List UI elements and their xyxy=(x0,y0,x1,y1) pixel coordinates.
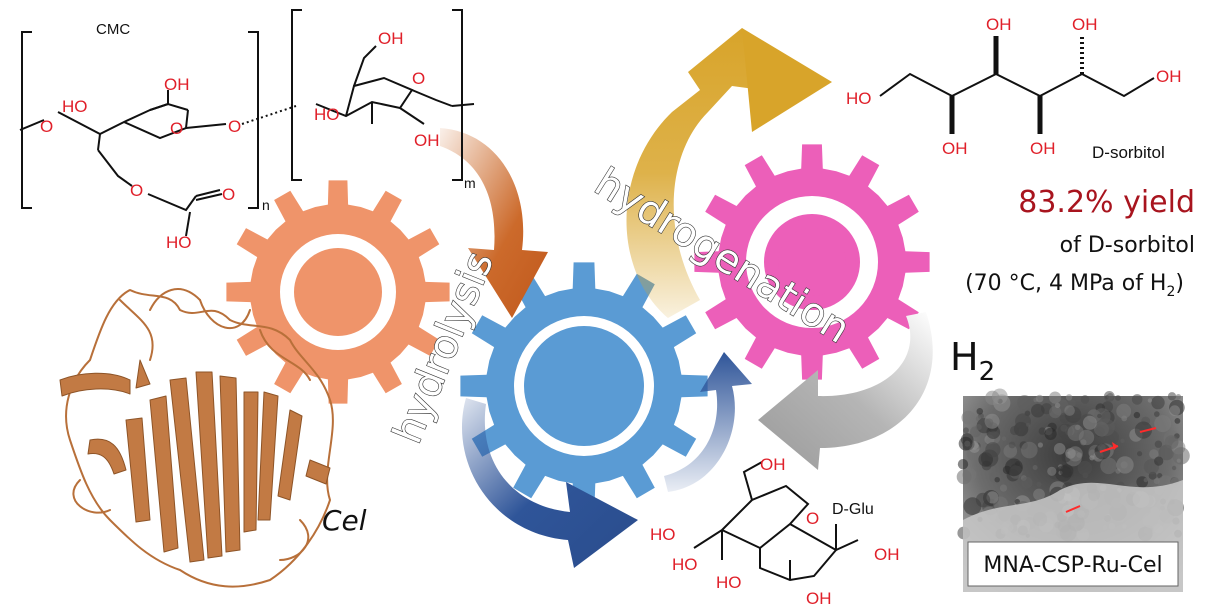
glucose-ho-c2: HO xyxy=(716,573,742,592)
sorbitol-label: D-sorbitol xyxy=(1092,143,1165,162)
yield-value: 83.2% yield xyxy=(1018,185,1195,220)
sorbitol-oh-c2: OH xyxy=(942,139,968,158)
reaction-conditions: (70 °C, 4 MPa of H2) xyxy=(965,271,1184,300)
sorbitol-oh-c5: OH xyxy=(1072,15,1098,34)
yield-of-sorbitol: of D-sorbitol xyxy=(1060,233,1195,258)
glucose-oh-bottom: OH xyxy=(806,589,832,608)
cmc-oh-ch2: OH xyxy=(378,29,404,48)
sorbitol-oh-c3: OH xyxy=(986,15,1012,34)
cmc-structure xyxy=(19,9,475,237)
glucose-structure xyxy=(693,461,859,582)
cmc-o-left: O xyxy=(40,117,53,136)
sorbitol-oh-end: OH xyxy=(1156,67,1182,86)
catalyst-label: MNA-CSP-Ru-Cel xyxy=(983,553,1162,578)
cmc-ho-left: HO xyxy=(62,97,88,116)
tem-arrow-2 xyxy=(1139,427,1157,433)
cmc-o-ring2: O xyxy=(412,69,425,88)
cmc-subscript-n: n xyxy=(262,197,270,213)
cellulase-protein-illustration xyxy=(59,288,334,588)
arrow-gold-to-sorbitol xyxy=(626,28,832,318)
cmc-oh-ring2: OH xyxy=(414,131,440,150)
glucose-ho-c3: HO xyxy=(672,555,698,574)
cmc-o-ring: O xyxy=(170,119,183,138)
gear-inner-ring xyxy=(298,252,378,332)
glucose-ho-c4: HO xyxy=(650,525,676,544)
cmc-ho-ring2: HO xyxy=(314,105,340,124)
sorbitol-ho-end: HO xyxy=(846,89,872,108)
arrow-rust-hydrolysis xyxy=(440,128,548,318)
gear-blue-center xyxy=(460,262,708,510)
tem-micrograph: MNA-CSP-Ru-Cel xyxy=(956,388,1190,592)
cmc-o-link: O xyxy=(228,117,241,136)
sorbitol-oh-c4: OH xyxy=(1030,139,1056,158)
glucose-oh-c1: OH xyxy=(874,545,900,564)
arrow-gray-h2 xyxy=(758,312,933,470)
glucose-label: D-Glu xyxy=(832,501,874,518)
cmc-oh-top: OH xyxy=(164,75,190,94)
arrow-navy-right xyxy=(664,352,752,492)
glucose-o-ring: O xyxy=(806,509,819,528)
gear-inner-ring xyxy=(768,218,856,306)
arrow-navy-bottom xyxy=(461,398,638,568)
sorbitol-structure xyxy=(879,36,1155,134)
cmc-label: CMC xyxy=(96,21,130,38)
tem-arrow-3 xyxy=(1065,505,1081,513)
cmc-ho-acid: HO xyxy=(166,233,192,252)
hydrogen-label: H2 xyxy=(950,335,995,387)
gear-orange-hydrolysis xyxy=(226,180,450,404)
cmc-o-ether: O xyxy=(130,181,143,200)
cmc-o-carbonyl: O xyxy=(222,185,235,204)
cmc-subscript-m: m xyxy=(464,175,476,191)
catalyst-label-box xyxy=(967,541,1179,587)
gear-pink-hydrogenation xyxy=(694,144,930,380)
glucose-oh-ch2: OH xyxy=(760,455,786,474)
enzyme-label: Cel xyxy=(322,504,367,537)
